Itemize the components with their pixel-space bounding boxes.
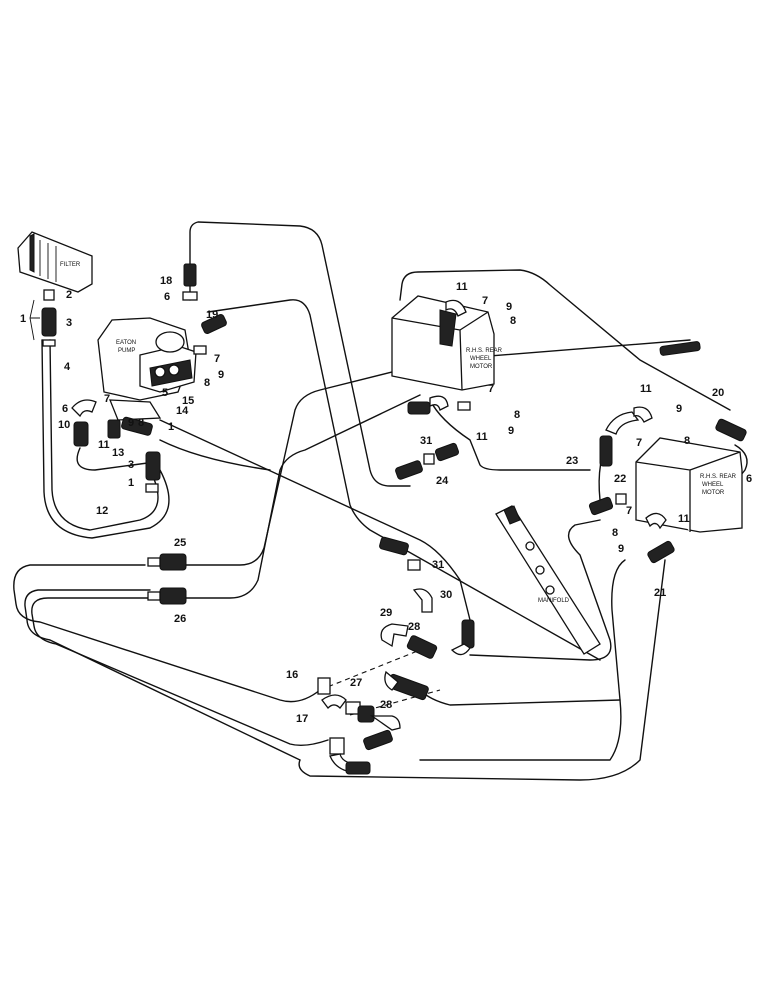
callout-8c: 8 (510, 315, 516, 327)
rh-motor-label-3: MOTOR (702, 490, 725, 496)
callout-13: 13 (112, 447, 124, 459)
callout-2: 2 (66, 289, 72, 301)
callout-26: 26 (174, 613, 186, 625)
hose-lines (13, 221, 748, 781)
callouts: 1 2 3 4 6 10 11 13 9 8 7 5 15 14 1 3 1 1… (20, 275, 752, 725)
callout-7e: 7 (636, 437, 642, 449)
lh-wheel-motor: R.H.S. REAR WHEEL MOTOR (391, 295, 503, 391)
callout-24: 24 (436, 475, 449, 487)
callout-31: 31 (420, 435, 432, 447)
callout-10: 10 (58, 419, 70, 431)
callout-8f: 8 (612, 527, 618, 539)
callout-7c: 7 (482, 295, 488, 307)
fittings (71, 263, 747, 775)
rh-motor-label-1: R.H.S. REAR (700, 474, 737, 480)
callout-16: 16 (286, 669, 298, 681)
callout-8e: 8 (684, 435, 690, 447)
callout-9b: 9 (218, 369, 224, 381)
callout-28: 28 (408, 621, 420, 633)
rh-motor-label-2: WHEEL (702, 482, 724, 488)
callout-31b: 31 (432, 559, 444, 571)
callout-7: 7 (104, 393, 110, 405)
callout-3: 3 (66, 317, 72, 329)
callout-1: 1 (20, 313, 26, 325)
callout-11c: 11 (476, 431, 488, 443)
filter: FILTER (17, 231, 93, 347)
dashed-line-2 (349, 689, 441, 716)
lh-motor-label-1: R.H.S. REAR (466, 348, 503, 354)
callout-8d: 8 (514, 409, 520, 421)
callout-27: 27 (350, 677, 362, 689)
callout-14: 14 (176, 405, 189, 417)
callout-11: 11 (98, 439, 110, 451)
callout-3b: 3 (128, 459, 134, 471)
callout-29: 29 (380, 607, 392, 619)
pump-label-1: EATON (116, 340, 136, 346)
callout-20: 20 (712, 387, 724, 399)
lh-motor-label-2: WHEEL (470, 356, 492, 362)
callout-22: 22 (614, 473, 626, 485)
callout-7f: 7 (626, 505, 632, 517)
manifold: MANIFOLD (495, 505, 601, 655)
callout-19: 19 (206, 309, 218, 321)
callout-17: 17 (296, 713, 308, 725)
callout-9: 9 (128, 417, 134, 429)
callout-9f: 9 (618, 543, 624, 555)
lh-motor-label-3: MOTOR (470, 364, 493, 370)
filter-label: FILTER (60, 262, 81, 268)
callout-21: 21 (654, 587, 666, 599)
callout-28b: 28 (380, 699, 392, 711)
callout-1b: 1 (168, 421, 174, 433)
callout-1c: 1 (128, 477, 134, 489)
callout-30: 30 (440, 589, 452, 601)
callout-8b: 8 (204, 377, 210, 389)
eaton-pump: EATON PUMP (97, 317, 197, 421)
callout-9d: 9 (508, 425, 514, 437)
callout-8: 8 (138, 417, 144, 429)
manifold-label: MANIFOLD (538, 598, 570, 604)
rh-wheel-motor: R.H.S. REAR WHEEL MOTOR (635, 437, 743, 533)
callout-6b: 6 (164, 291, 170, 303)
callout-11d: 11 (640, 383, 652, 395)
callout-4: 4 (64, 361, 71, 373)
callout-5: 5 (162, 387, 168, 399)
callout-6: 6 (62, 403, 68, 415)
callout-7d: 7 (488, 383, 494, 395)
callout-9e: 9 (676, 403, 682, 415)
callout-11b: 11 (456, 281, 468, 293)
callout-9c: 9 (506, 301, 512, 313)
callout-18: 18 (160, 275, 172, 287)
callout-11e: 11 (678, 513, 690, 525)
callout-7b: 7 (214, 353, 220, 365)
callout-6c: 6 (746, 473, 752, 485)
callout-25: 25 (174, 537, 186, 549)
callout-15: 15 (182, 395, 194, 407)
callout-23: 23 (566, 455, 578, 467)
pump-label-2: PUMP (118, 348, 135, 354)
callout-12: 12 (96, 505, 108, 517)
